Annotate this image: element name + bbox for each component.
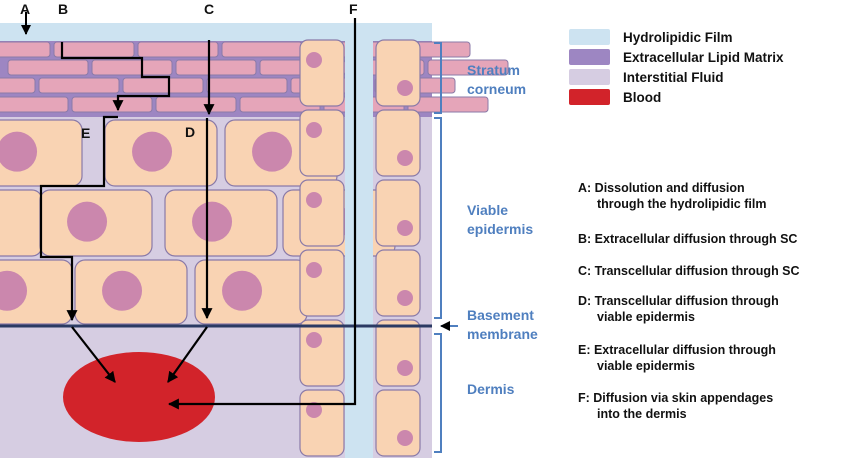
appendage-channel <box>345 23 373 458</box>
viable-epidermis-label: Viable epidermis <box>467 202 533 237</box>
appendage-cell <box>299 109 345 177</box>
cell-nucleus <box>192 201 233 242</box>
corneocyte <box>71 96 153 113</box>
route-label-c: C <box>204 1 214 17</box>
appendage-cell-columns <box>299 39 421 457</box>
route-description-b: B: Extracellular diffusion through SC <box>578 232 797 246</box>
cell-nucleus <box>397 290 413 306</box>
corneocyte <box>137 41 219 58</box>
cell-nucleus <box>397 430 413 446</box>
route-e-to-blood-arrow <box>71 326 116 383</box>
corneocyte <box>91 59 173 76</box>
route-label-b: B <box>58 1 68 17</box>
appendage-cell <box>375 249 421 317</box>
legend-label-hydrolipidic-film: Hydrolipidic Film <box>623 30 733 45</box>
cell-nucleus <box>397 220 413 236</box>
legend-swatch-blood <box>569 89 610 105</box>
cell-nucleus <box>0 270 28 311</box>
appendage-cell <box>299 249 345 317</box>
appendage-cell <box>375 389 421 457</box>
legend-swatch-lipid-matrix <box>569 49 610 65</box>
epidermal-cell-layer <box>0 119 396 325</box>
appendage-cell <box>299 319 345 387</box>
route-description-c: C: Transcellular diffusion through SC <box>578 264 800 278</box>
route-descriptions: A: Dissolution and diffusion through the… <box>578 181 800 421</box>
corneocyte <box>427 59 509 76</box>
cell-nucleus <box>397 360 413 376</box>
cell-nucleus <box>132 131 173 172</box>
cell-nucleus <box>397 150 413 166</box>
route-description-a: A: Dissolution and diffusion through the… <box>578 181 766 211</box>
corneocyte <box>122 77 204 94</box>
route-e-path <box>39 115 118 322</box>
cell-nucleus <box>397 80 413 96</box>
cell-nucleus <box>252 131 293 172</box>
corneocyte <box>0 96 69 113</box>
stratum-corneum-bracket <box>434 42 442 114</box>
appendage-cell <box>375 109 421 177</box>
cell-nucleus <box>0 131 38 172</box>
cell-nucleus <box>306 122 322 138</box>
dermis-bracket <box>434 333 442 453</box>
cell-nucleus <box>67 201 108 242</box>
appendage-cell <box>299 389 345 457</box>
epidermal-cell <box>0 189 43 257</box>
appendage-cell <box>375 39 421 107</box>
route-f-path <box>167 18 357 410</box>
route-description-d: D: Transcellular diffusion through viabl… <box>578 294 782 324</box>
corneocyte <box>206 77 288 94</box>
route-label-f: F <box>349 1 358 17</box>
hydrolipidic-film <box>0 23 432 41</box>
legend-swatch-hydrolipidic-film <box>569 29 610 45</box>
corneocyte <box>0 41 51 58</box>
viable-epidermis-bracket <box>434 117 442 319</box>
cell-nucleus <box>306 52 322 68</box>
route-b-path <box>60 42 171 112</box>
corneocyte <box>53 41 135 58</box>
blood-vessel <box>63 352 215 442</box>
corneocyte <box>221 41 303 58</box>
route-description-f: F: Diffusion via skin appendages into th… <box>578 391 777 421</box>
appendage-cell <box>375 319 421 387</box>
route-label-a: A <box>20 1 30 17</box>
appendage-cell <box>299 39 345 107</box>
basement-membrane-label: Basement membrane <box>467 307 538 342</box>
legend-swatch-interstitial-fluid <box>569 69 610 85</box>
dermis-label: Dermis <box>467 381 515 397</box>
legend-label-lipid-matrix: Extracellular Lipid Matrix <box>623 50 784 65</box>
corneocyte <box>175 59 257 76</box>
cell-nucleus <box>102 270 143 311</box>
cell-nucleus <box>306 332 322 348</box>
corneocyte <box>7 59 89 76</box>
corneocyte <box>0 77 36 94</box>
appendage-cell <box>375 179 421 247</box>
corneocyte <box>155 96 237 113</box>
legend: Hydrolipidic Film Extracellular Lipid Ma… <box>569 29 784 105</box>
appendage-cell <box>299 179 345 247</box>
cell-nucleus <box>222 270 263 311</box>
legend-label-blood: Blood <box>623 90 661 105</box>
cell-nucleus <box>306 402 322 418</box>
legend-label-interstitial-fluid: Interstitial Fluid <box>623 70 724 85</box>
route-label-d: D <box>185 124 195 140</box>
stratum-corneum-label: Stratum corneum <box>467 62 526 97</box>
cell-nucleus <box>306 262 322 278</box>
route-label-e: E <box>81 125 90 141</box>
route-description-e: E: Extracellular diffusion through viabl… <box>578 343 779 373</box>
corneocyte <box>38 77 120 94</box>
cell-nucleus <box>306 192 322 208</box>
route-d-to-blood-arrow <box>167 326 208 383</box>
